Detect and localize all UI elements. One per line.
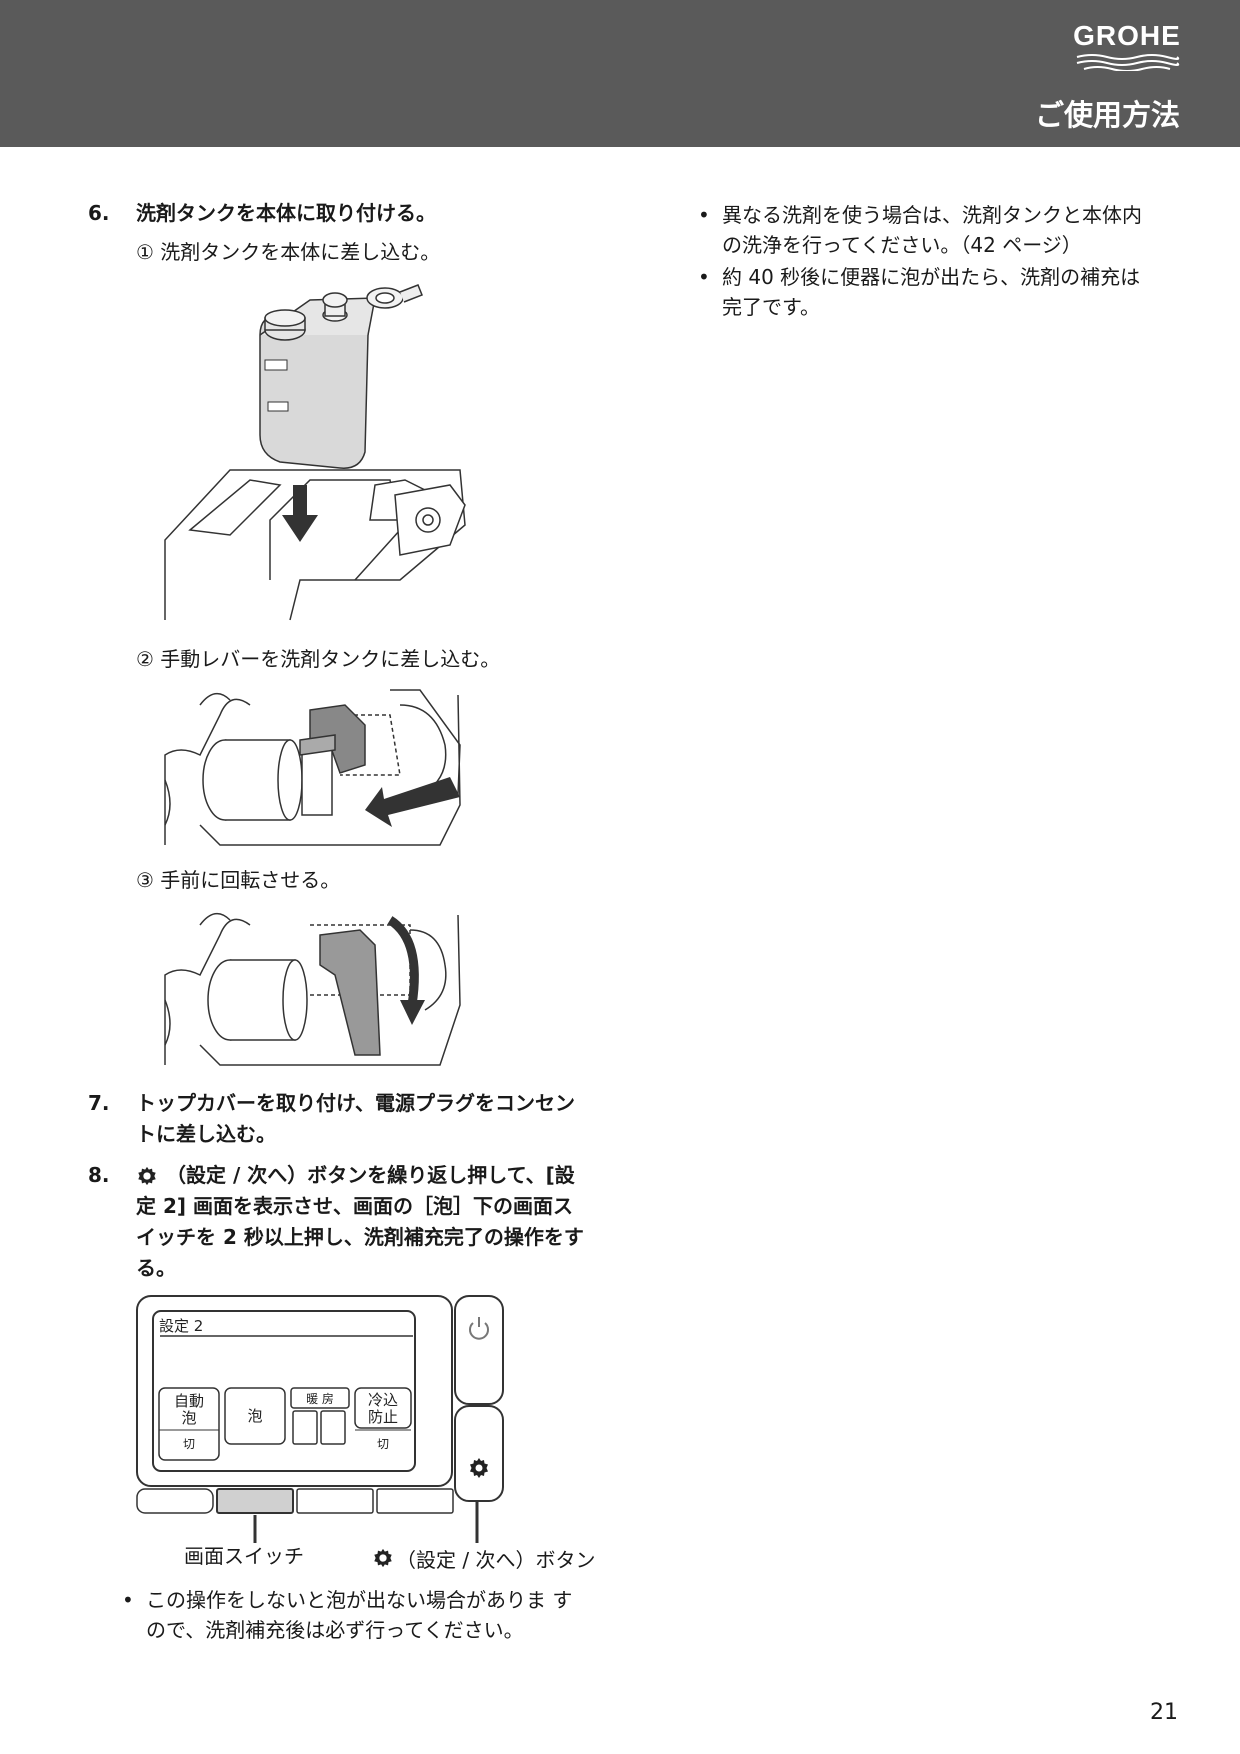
screen-button-label: 泡: [181, 1409, 196, 1427]
foam-screen-button[interactable]: [224, 1387, 286, 1445]
screen-button-state: 切: [183, 1437, 195, 1451]
auto-foam-screen-button[interactable]: [158, 1387, 220, 1461]
power-icon: [469, 1317, 489, 1340]
screen-button-state: 切: [377, 1437, 389, 1451]
note-bullet: • この操作をしないと泡が出ない場合がありま す ので、洗剤補充後は必ず行ってく…: [122, 1585, 602, 1647]
step-number: 6.: [88, 201, 110, 225]
page-header: GROHE ご使用方法: [0, 0, 1240, 147]
power-button[interactable]: [454, 1295, 504, 1405]
bullet-line: 完了です。: [722, 295, 820, 319]
tank-insertion-illustration: [164, 284, 466, 621]
bullet-line: の洗浄を行ってください。（42 ページ）: [722, 233, 1082, 257]
screen-button-label: 防止: [368, 1408, 398, 1426]
section-title: ご使用方法: [1034, 98, 1180, 132]
bullet-line: 異なる洗剤を使う場合は、洗剤タンクと本体内: [722, 203, 1142, 227]
step-line: イッチを 2 秒以上押し、洗剤補充完了の操作をす: [136, 1225, 584, 1249]
lever-insertion-illustration: [164, 689, 461, 846]
substep-1: ① 洗剤タンクを本体に差し込む。: [136, 240, 441, 264]
note-line: この操作をしないと泡が出ない場合がありま す: [146, 1588, 573, 1612]
step-line: （設定 / 次へ）ボタンを繰り返し押して、[設: [166, 1163, 575, 1187]
step-number: 7.: [88, 1091, 110, 1115]
screen-button-label: 泡: [247, 1407, 262, 1425]
wave-icon: [1076, 54, 1180, 71]
substep-2: ② 手動レバーを洗剤タンクに差し込む。: [136, 647, 501, 671]
bullet-item: • 約 40 秒後に便器に泡が出たら、洗剤の補充は 完了です。: [698, 262, 1198, 324]
gear-icon: [138, 1166, 156, 1186]
gear-icon: [374, 1548, 392, 1568]
settings-next-button[interactable]: [454, 1405, 504, 1502]
step-line: トに差し込む。: [136, 1122, 276, 1146]
screen-button-label: 自動: [174, 1392, 204, 1410]
substep-3: ③ 手前に回転させる。: [136, 868, 341, 892]
step-6: 6. 洗剤タンクを本体に取り付ける。: [88, 198, 648, 230]
heating-label: 暖 房: [306, 1391, 334, 1406]
note-line: ので、洗剤補充後は必ず行ってください。: [146, 1618, 524, 1642]
screen-button-label: 冷込: [368, 1391, 398, 1409]
brand-name: GROHE: [1073, 20, 1181, 51]
page-number: 21: [1150, 1700, 1178, 1725]
step-line: トップカバーを取り付け、電源プラグをコンセン: [136, 1091, 575, 1115]
cold-protect-screen-button[interactable]: [354, 1387, 412, 1429]
settings-button-label: （設定 / 次へ）ボタン: [372, 1544, 602, 1574]
gear-icon: [470, 1458, 488, 1478]
step-number: 8.: [88, 1163, 110, 1187]
screen-switch[interactable]: [216, 1488, 294, 1514]
screen-title: 設定 2: [159, 1317, 203, 1335]
step-title: 洗剤タンクを本体に取り付ける。: [136, 201, 436, 225]
bullet-line: 約 40 秒後に便器に泡が出たら、洗剤の補充は: [722, 265, 1141, 289]
step-8: 8. （設定 / 次へ）ボタンを繰り返し押して、[設 定 2] 画面を表示させ、…: [88, 1160, 648, 1284]
step-line: る。: [136, 1256, 176, 1280]
remote-control-panel: 設定 2 自動 泡 切 泡 暖 房 冷込 防止 切: [136, 1295, 504, 1543]
grohe-logo: GROHE: [1072, 20, 1182, 71]
step-7: 7. トップカバーを取り付け、電源プラグをコンセン トに差し込む。: [88, 1088, 648, 1150]
bullet-item: • 異なる洗剤を使う場合は、洗剤タンクと本体内 の洗浄を行ってください。（42 …: [698, 200, 1198, 262]
rotate-lever-illustration: [164, 912, 461, 1066]
screen-switch-label: 画面スイッチ: [184, 1544, 304, 1568]
step-line: 定 2] 画面を表示させ、画面の［泡］下の画面ス: [136, 1194, 573, 1218]
